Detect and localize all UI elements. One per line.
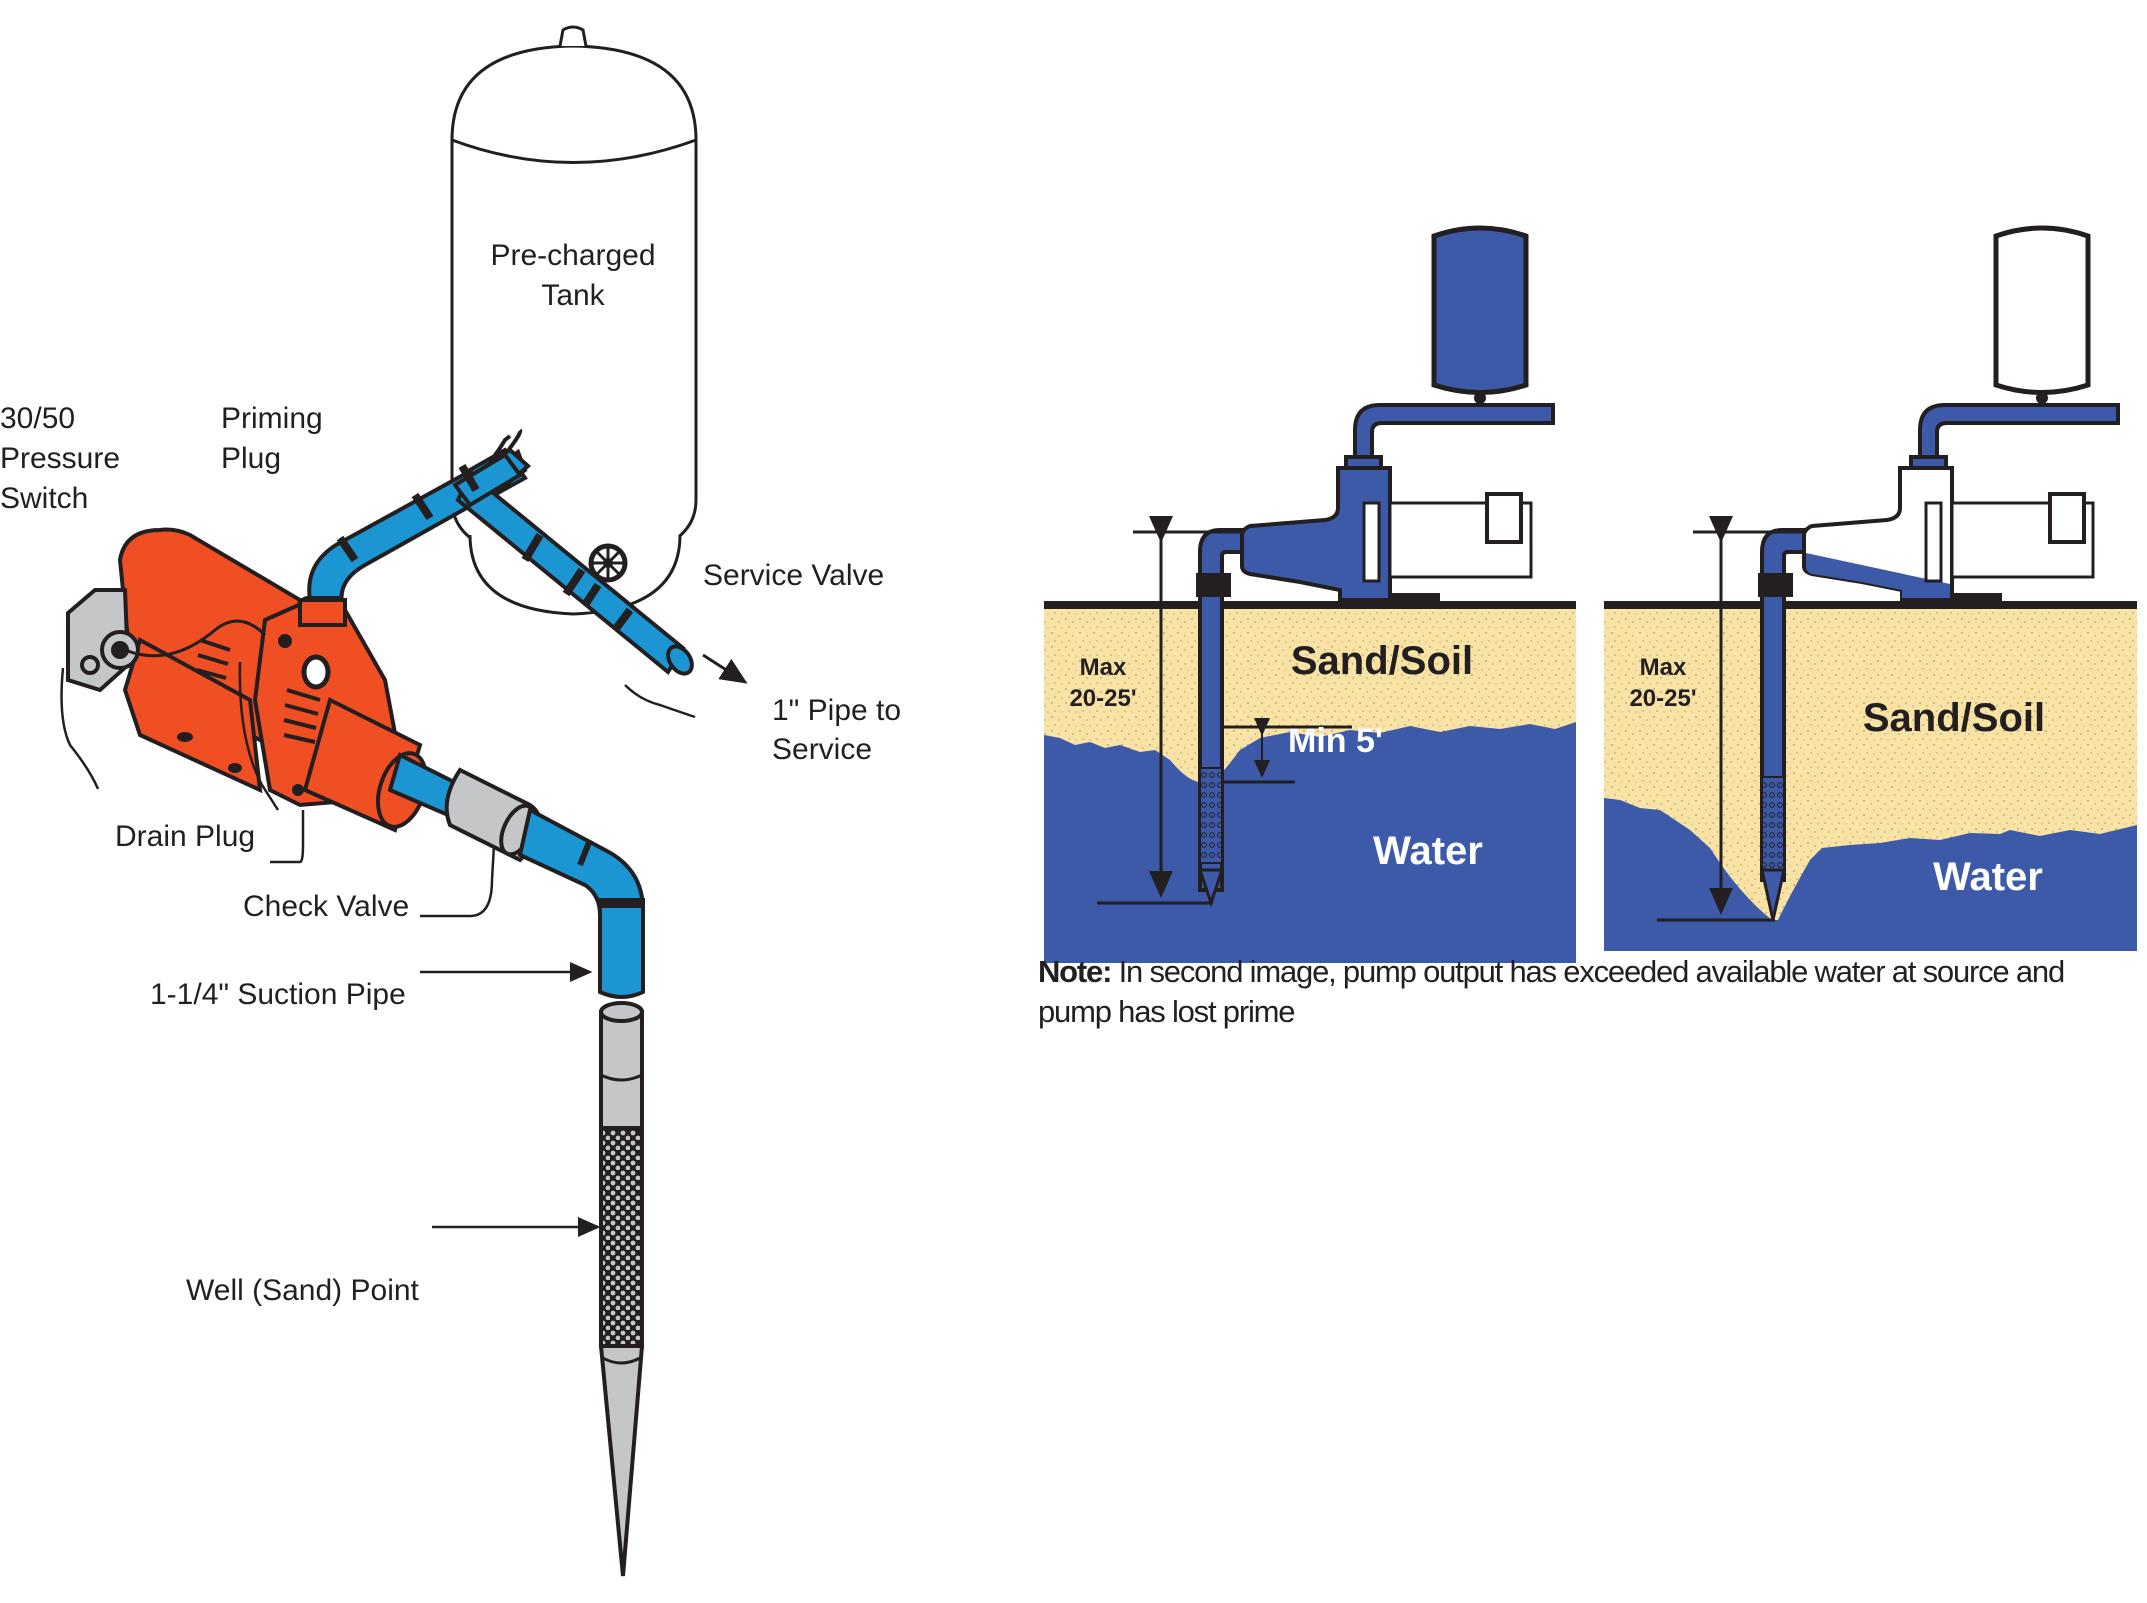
- jet-pump: [117, 527, 428, 833]
- label-well-point: Well (Sand) Point: [186, 1274, 420, 1307]
- pressure-tank-empty: [1993, 225, 2091, 395]
- water-layer: [1604, 798, 2137, 951]
- leader-check-valve: [420, 844, 496, 918]
- service-flow-arrow: [702, 653, 748, 684]
- label-check-valve: Check Valve: [243, 890, 409, 923]
- label-pressure-switch-line1: 30/50: [0, 402, 75, 435]
- label-service-pipe-line2: Service: [772, 733, 872, 766]
- tee-fitting: [452, 452, 523, 508]
- installation-diagram: Pre-charged Tank 30/50 Pressure Switch P…: [0, 25, 901, 1577]
- pressure-switch: [66, 588, 267, 693]
- label-pressure-switch-line2: Pressure: [0, 442, 120, 475]
- soil-label: Sand/Soil: [1291, 639, 1473, 683]
- depth-dimension: [1097, 516, 1352, 905]
- label-suction-pipe: 1-1/4" Suction Pipe: [150, 978, 406, 1011]
- leader-drain-plug: [270, 810, 305, 864]
- pressure-tank: [1431, 225, 1529, 395]
- suction-line: [387, 752, 646, 999]
- depth-dimension: [1657, 516, 1804, 922]
- depth-label-line1: Max: [1640, 654, 1687, 681]
- soil-label: Sand/Soil: [1863, 696, 2045, 740]
- well-point: [598, 1001, 645, 1577]
- label-drain-plug: Drain Plug: [115, 820, 255, 853]
- label-priming-plug-line2: Plug: [221, 442, 281, 475]
- water-label: Water: [1373, 829, 1483, 873]
- discharge-pipe: [1353, 403, 1555, 467]
- label-priming-plug-line1: Priming: [221, 402, 323, 435]
- note-text: In second image, pump output has exceede…: [1038, 954, 2065, 1029]
- depth-label-line2: 20-25': [1629, 685, 1696, 712]
- leader-pressure-switch: [60, 667, 100, 790]
- leader-lines: [60, 661, 696, 1237]
- residual-water: [1806, 553, 1950, 598]
- well-panel-primed: Max 20-25' Sand/Soil Min 5' Water: [1044, 225, 1576, 963]
- label-tank-line1: Pre-charged: [490, 239, 655, 272]
- leader-priming-plug: [238, 661, 280, 811]
- service-valve-wheel-icon: [588, 543, 628, 583]
- min-depth-label: Min 5': [1288, 722, 1383, 760]
- depth-label-line1: Max: [1080, 654, 1127, 681]
- caption-note: Note: In second image, pump output has e…: [1038, 952, 2143, 1032]
- water-label: Water: [1933, 855, 2043, 899]
- label-tank-line2: Tank: [541, 279, 605, 312]
- ground-line: [1044, 601, 1576, 609]
- well-panel-lost-prime: Max 20-25' Sand/Soil Water: [1604, 225, 2137, 951]
- label-service-valve: Service Valve: [703, 559, 884, 592]
- pipe-couplings: [336, 463, 634, 633]
- ground-line: [1604, 601, 2137, 609]
- component-labels: Pre-charged Tank 30/50 Pressure Switch P…: [0, 239, 901, 1307]
- label-pressure-switch-line3: Switch: [0, 482, 88, 515]
- note-prefix: Note:: [1038, 954, 1112, 989]
- depth-label-line2: 20-25': [1069, 685, 1136, 712]
- discharge-pipe: [1918, 403, 2120, 467]
- label-service-pipe-line1: 1" Pipe to: [772, 694, 901, 727]
- leader-service-valve: [624, 684, 696, 719]
